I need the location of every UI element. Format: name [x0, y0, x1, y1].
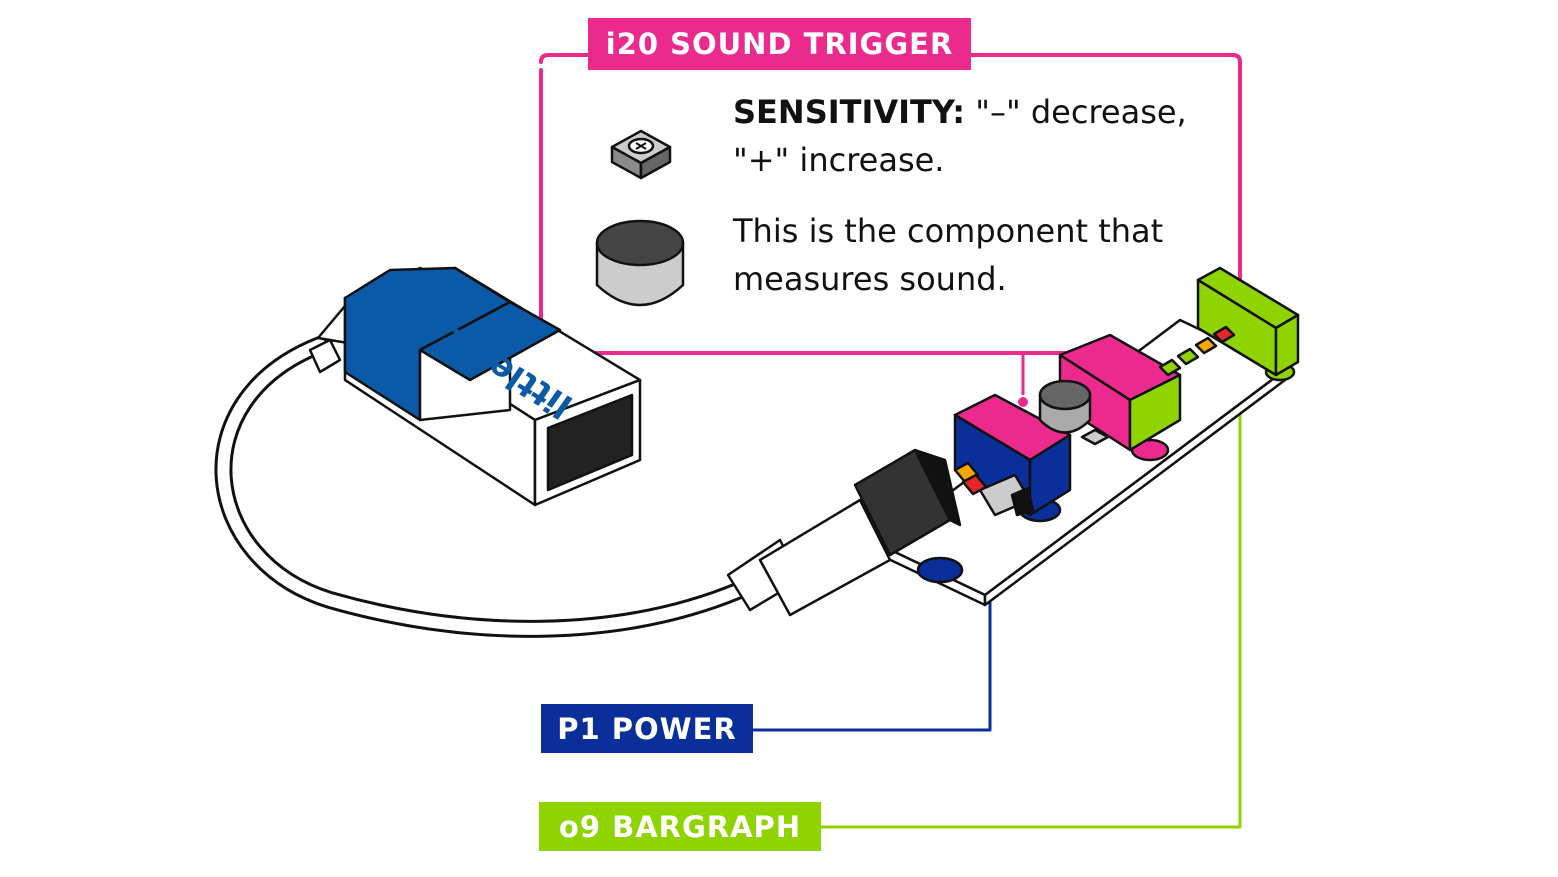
o9-bargraph-label: o9 BARGRAPH — [539, 802, 821, 851]
battery-cable — [214, 336, 749, 638]
sound-trigger-module — [1038, 333, 1182, 452]
i20-callout-frame — [539, 53, 1242, 355]
power-module — [953, 393, 1072, 517]
microphone-icon — [595, 219, 685, 307]
sensitivity-knob-icon — [610, 129, 672, 180]
circuit-board — [878, 318, 1296, 607]
sensitivity-term: SENSITIVITY: — [733, 93, 966, 131]
sensitivity-description: SENSITIVITY: "–" decrease, "+" increase. — [733, 88, 1213, 184]
o9-leader-line — [819, 389, 1242, 829]
i20-leader-dot — [1016, 395, 1030, 409]
i20-sound-trigger-label: i20 SOUND TRIGGER — [588, 18, 971, 70]
battery — [308, 266, 642, 507]
sensitivity-text: "–" decrease, "+" increase. — [733, 93, 1187, 179]
p1-power-label: P1 POWER — [541, 704, 753, 753]
barrel-plug — [726, 448, 962, 617]
bargraph-module — [1158, 266, 1300, 377]
microphone-description: This is the component that measures soun… — [733, 212, 1164, 298]
